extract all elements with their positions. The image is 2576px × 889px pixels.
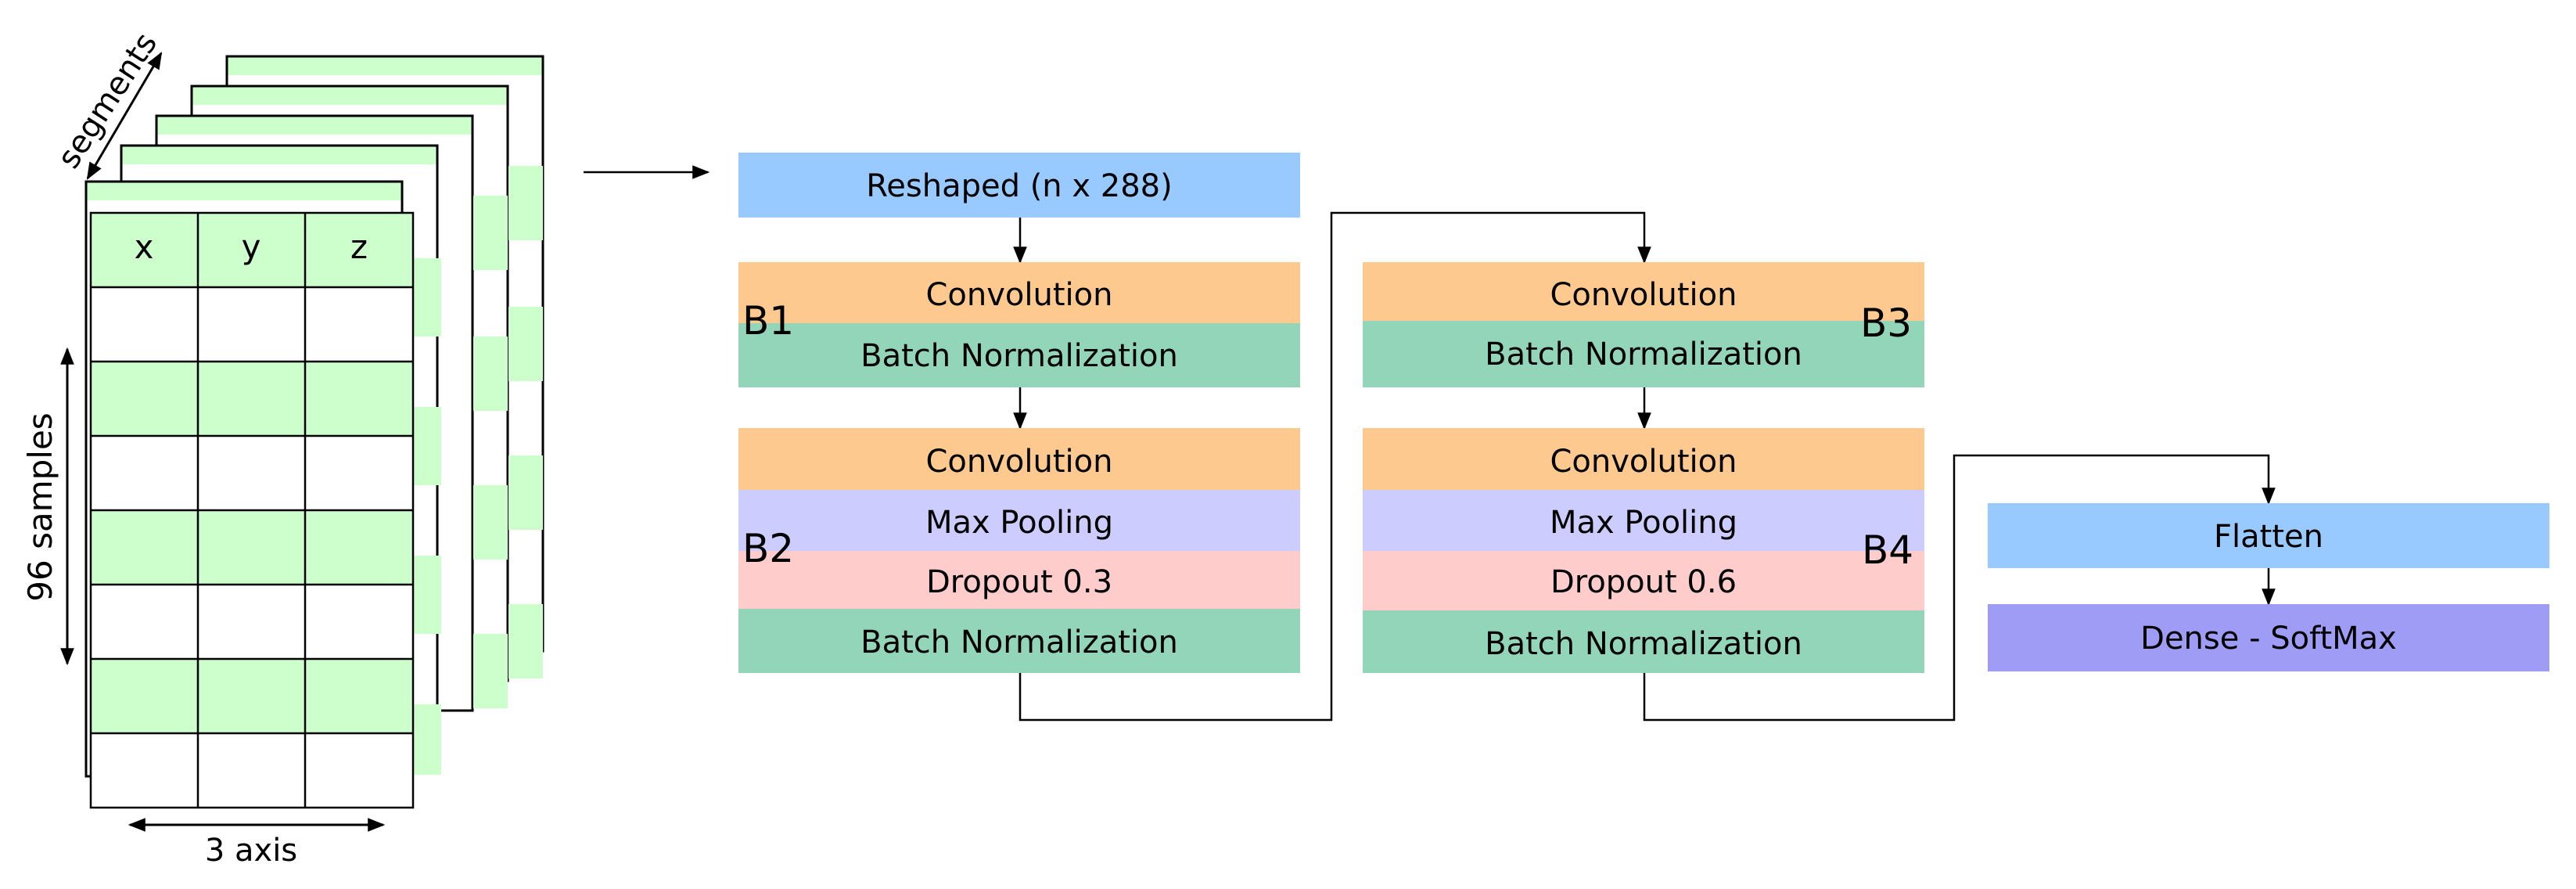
output-layers: Flatten Dense - SoftMax bbox=[1988, 503, 2549, 671]
axis-label: 3 axis bbox=[205, 833, 297, 869]
b2-maxpooling-label: Max Pooling bbox=[925, 505, 1113, 541]
block-b1: Convolution Batch Normalization B1 bbox=[738, 262, 1300, 387]
block-b3: Convolution Batch Normalization B3 bbox=[1363, 262, 1924, 387]
b1-block-name: B1 bbox=[742, 298, 794, 344]
samples-label: 96 samples bbox=[21, 412, 59, 601]
b4-dropout-label: Dropout 0.6 bbox=[1550, 564, 1737, 600]
reshape-label: Reshaped (n x 288) bbox=[866, 168, 1172, 204]
b4-batchnorm-label: Batch Normalization bbox=[1485, 626, 1802, 662]
header-y: y bbox=[242, 228, 261, 266]
b4-convolution-label: Convolution bbox=[1550, 444, 1737, 480]
front-table: x y z bbox=[89, 211, 415, 809]
connectors bbox=[584, 165, 2276, 722]
flatten-layer bbox=[1988, 503, 2549, 568]
b2-batchnorm-label: Batch Normalization bbox=[860, 624, 1178, 660]
b2-to-b3-connector bbox=[1019, 211, 1651, 722]
b1-batchnorm-label: Batch Normalization bbox=[860, 338, 1178, 374]
flatten-label: Flatten bbox=[2214, 519, 2323, 555]
b4-block-name: B4 bbox=[1862, 527, 1913, 573]
b2-block-name: B2 bbox=[742, 526, 794, 571]
b3-convolution-label: Convolution bbox=[1550, 277, 1737, 313]
b3-block-name: B3 bbox=[1860, 301, 1912, 346]
segments-dimension-arrow bbox=[86, 52, 163, 180]
header-z: z bbox=[350, 228, 368, 266]
b4-to-flatten-connector bbox=[1643, 454, 2276, 722]
dense-softmax-label: Dense - SoftMax bbox=[2140, 621, 2397, 657]
b2-convolution-label: Convolution bbox=[926, 444, 1113, 480]
b2-dropout-label: Dropout 0.3 bbox=[926, 564, 1112, 600]
b4-maxpooling-label: Max Pooling bbox=[1550, 505, 1737, 541]
block-b4: Convolution Max Pooling Dropout 0.6 Batc… bbox=[1363, 428, 1924, 673]
b3-batchnorm-label: Batch Normalization bbox=[1485, 337, 1802, 373]
block-b2: Convolution Max Pooling Dropout 0.3 Batc… bbox=[738, 428, 1300, 673]
input-tensor: x y z segments 96 samples 3 axis bbox=[21, 27, 544, 869]
b1-convolution-label: Convolution bbox=[926, 277, 1113, 313]
header-x: x bbox=[135, 228, 154, 266]
reshape-layer: Reshaped (n x 288) bbox=[738, 153, 1300, 218]
dense-softmax-layer bbox=[1988, 604, 2549, 671]
